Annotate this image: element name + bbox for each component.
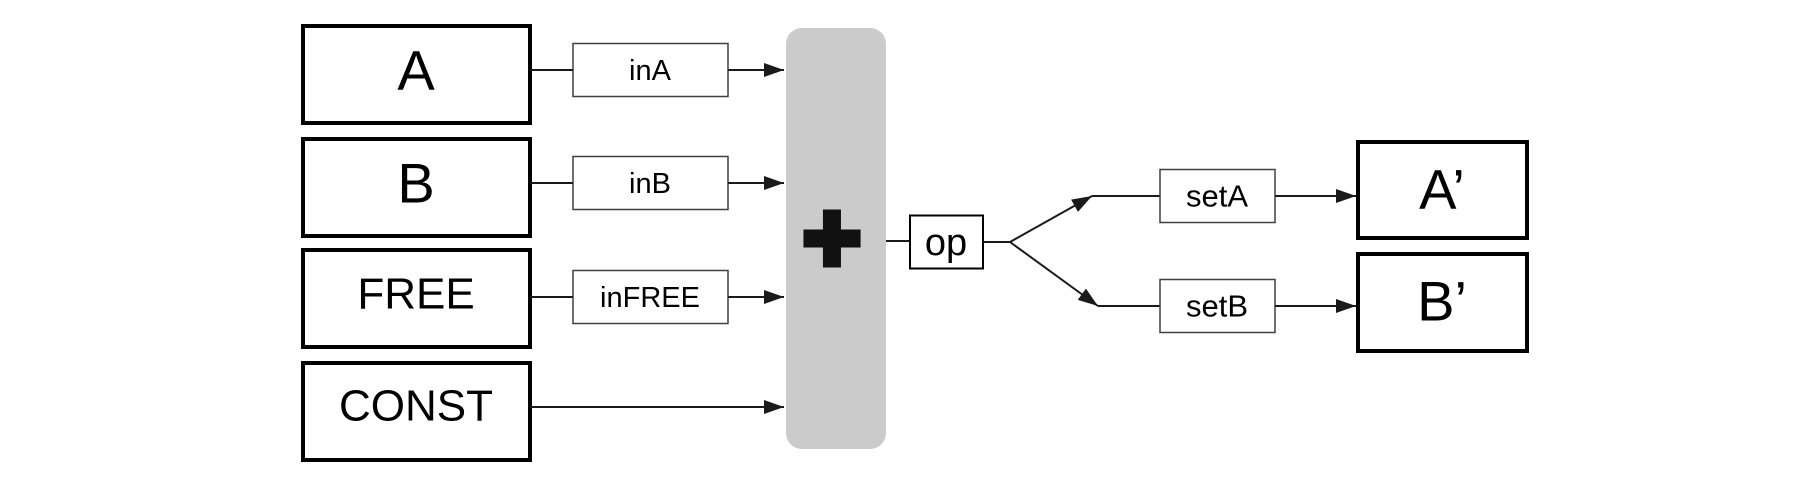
node-b-label: B [397,152,434,215]
node-a-prime [1356,140,1529,240]
plus-operator-icon: + [803,182,861,294]
node-a [301,24,532,125]
port-infree-label: inFREE [600,282,700,314]
port-seta-label: setA [1186,179,1248,214]
node-free-label: FREE [357,270,474,319]
node-b-prime [1356,252,1529,353]
node-b [301,137,532,238]
node-b-prime-label: B’ [1417,270,1467,333]
port-ina-label: inA [629,55,672,87]
operator-node [786,28,886,449]
node-const-label: CONST [339,382,493,431]
node-a-label: A [397,39,435,102]
port-infree [572,269,729,325]
node-free [301,248,532,349]
port-inb-label: inB [629,168,671,200]
port-setb [1159,278,1276,334]
port-setb-label: setB [1186,289,1248,324]
node-a-prime-label: A’ [1419,158,1465,221]
port-op [909,214,984,270]
port-seta [1159,168,1276,224]
edge-fork-to-setb [1009,241,1099,307]
port-op-label: op [925,222,967,264]
port-ina [572,42,729,98]
edge-fork-to-seta [1009,195,1093,243]
node-const [301,361,532,462]
